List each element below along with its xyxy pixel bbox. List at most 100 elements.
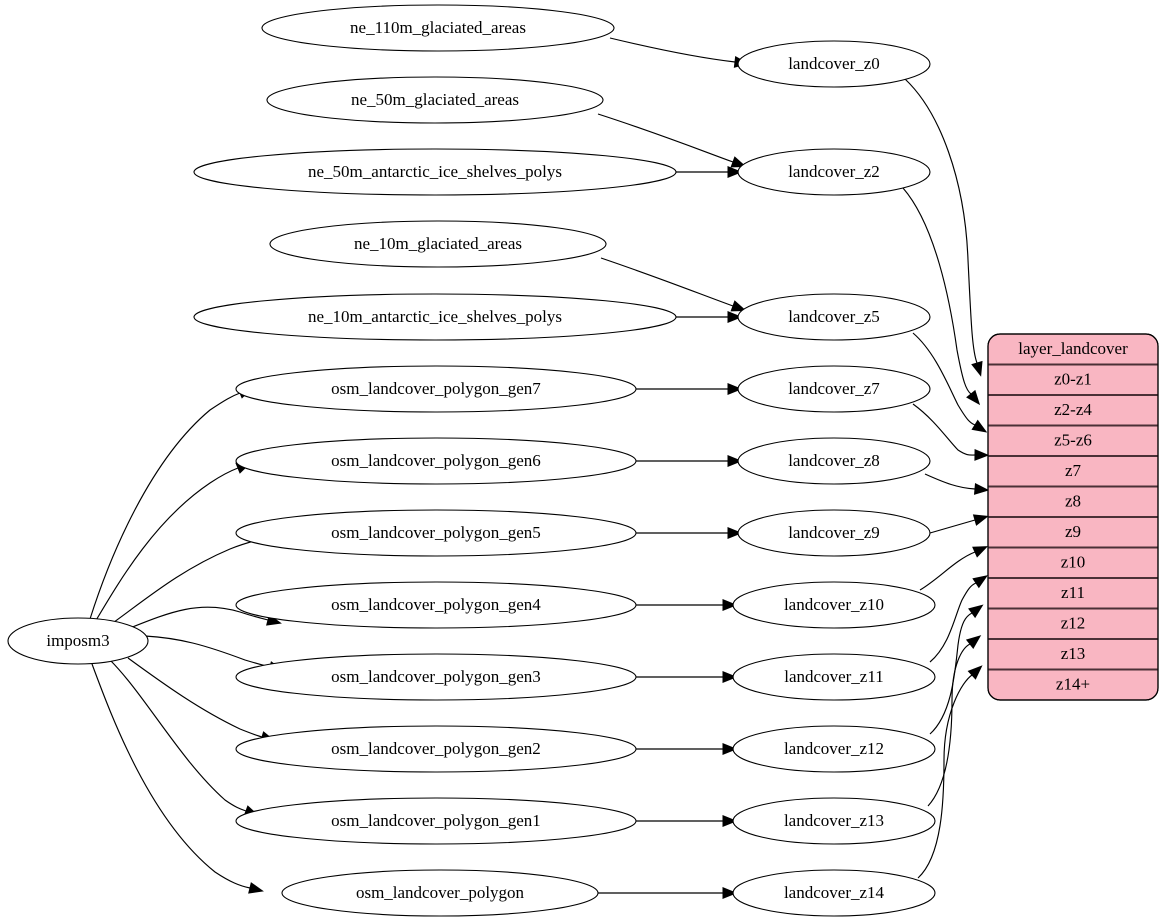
table-row-label: z14+ [1056,675,1090,694]
edge-arrowhead [974,449,990,461]
node-label: landcover_z9 [788,523,880,542]
table-row-label: z13 [1061,644,1086,663]
node-imposm3[interactable]: imposm3 [7,617,149,665]
node-landcover_z11[interactable]: landcover_z11 [732,653,936,701]
edge-arrowhead [722,671,738,683]
table-row-z5-z6[interactable]: z5-z6 [988,426,1158,457]
node-label: landcover_z8 [788,451,880,470]
table-row-z14+[interactable]: z14+ [988,670,1158,701]
node-label: landcover_z13 [784,811,884,830]
edge-osm_landcover_polygon_gen4-to-landcover_z10 [636,599,738,611]
node-landcover_z14[interactable]: landcover_z14 [732,869,936,917]
layer-landcover-table[interactable]: layer_landcoverz0-z1z2-z4z5-z6z7z8z9z10z… [987,333,1159,701]
node-shape-osm-source[interactable] [235,725,637,773]
node-shape-osm-source[interactable] [235,437,637,485]
node-shape-natural-earth-source[interactable] [261,4,615,52]
node-shape-natural-earth-source[interactable] [269,220,607,268]
edge-arrowhead [972,514,989,526]
node-osm_landcover_polygon_gen6[interactable]: osm_landcover_polygon_gen6 [235,437,637,485]
edge-landcover_z0-to-row_z0-z1 [904,78,983,377]
node-landcover_z2[interactable]: landcover_z2 [737,148,931,196]
node-shape-osm-source[interactable] [235,365,637,413]
table-row-z13[interactable]: z13 [988,639,1158,670]
node-osm_landcover_polygon_gen2[interactable]: osm_landcover_polygon_gen2 [235,725,637,773]
table-row-z11[interactable]: z11 [988,578,1158,609]
edge-line [927,643,971,807]
edge-imposm3-to-osm_landcover_polygon_gen7 [89,387,254,620]
node-landcover_z8[interactable]: landcover_z8 [737,437,931,485]
node-osm_landcover_polygon_gen4[interactable]: osm_landcover_polygon_gen4 [235,581,637,629]
node-shape-osm-source[interactable] [281,869,599,917]
node-label: landcover_z12 [784,739,884,758]
edge-arrowhead [727,311,743,323]
node-label: landcover_z11 [784,667,883,686]
node-shape-landcover-table[interactable] [737,293,931,341]
node-shape-landcover-table[interactable] [732,581,936,629]
node-ne_110m_glaciated_areas[interactable]: ne_110m_glaciated_areas [261,4,615,52]
node-ne_10m_antarctic_ice_shelves_polys[interactable]: ne_10m_antarctic_ice_shelves_polys [193,293,677,341]
table-row-z9[interactable]: z9 [988,517,1158,548]
node-osm_landcover_polygon[interactable]: osm_landcover_polygon [281,869,599,917]
table-row-z12[interactable]: z12 [988,609,1158,640]
edge-landcover_z11-to-row_z11 [929,575,988,663]
node-shape-osm-source[interactable] [235,581,637,629]
edge-arrowhead [966,389,981,406]
node-label: osm_landcover_polygon_gen4 [331,595,541,614]
edge-arrowhead [971,419,988,433]
node-shape-importer[interactable] [7,617,149,665]
edge-arrowhead [727,383,743,395]
node-landcover_z10[interactable]: landcover_z10 [732,581,936,629]
table-row-label: z5-z6 [1054,431,1092,450]
node-shape-landcover-table[interactable] [737,437,931,485]
edge-arrowhead [727,166,743,178]
node-ne_10m_glaciated_areas[interactable]: ne_10m_glaciated_areas [269,220,607,268]
edge-arrowhead [727,455,743,467]
table-row-label: z10 [1061,553,1086,572]
table-row-z7[interactable]: z7 [988,456,1158,487]
node-shape-landcover-table[interactable] [737,509,931,557]
node-landcover_z5[interactable]: landcover_z5 [737,293,931,341]
node-shape-osm-source[interactable] [235,509,637,557]
node-shape-landcover-table[interactable] [732,869,936,917]
node-shape-osm-source[interactable] [235,797,637,845]
node-label: ne_50m_glaciated_areas [351,90,519,109]
table-row-z0-z1[interactable]: z0-z1 [988,365,1158,396]
node-ne_50m_antarctic_ice_shelves_polys[interactable]: ne_50m_antarctic_ice_shelves_polys [193,148,677,196]
node-landcover_z13[interactable]: landcover_z13 [732,797,936,845]
edge-line [144,635,271,668]
node-osm_landcover_polygon_gen3[interactable]: osm_landcover_polygon_gen3 [235,653,637,701]
node-shape-natural-earth-source[interactable] [193,148,677,196]
table-row-z2-z4[interactable]: z2-z4 [988,395,1158,426]
node-shape-natural-earth-source[interactable] [266,76,604,124]
node-shape-osm-source[interactable] [235,653,637,701]
edge-line [109,659,247,812]
node-label: ne_10m_glaciated_areas [354,234,522,253]
node-shape-landcover-table[interactable] [737,365,931,413]
edge-line [94,467,239,623]
node-shape-landcover-table[interactable] [732,653,936,701]
node-ne_50m_glaciated_areas[interactable]: ne_50m_glaciated_areas [266,76,604,124]
edge-line [912,403,976,456]
edge-landcover_z14-to-row_z14+ [917,665,983,879]
node-landcover_z0[interactable]: landcover_z0 [737,40,931,88]
node-landcover_z7[interactable]: landcover_z7 [737,365,931,413]
node-osm_landcover_polygon_gen5[interactable]: osm_landcover_polygon_gen5 [235,509,637,557]
node-osm_landcover_polygon_gen1[interactable]: osm_landcover_polygon_gen1 [235,797,637,845]
node-landcover_z12[interactable]: landcover_z12 [732,725,936,773]
node-shape-landcover-table[interactable] [732,797,936,845]
edge-ne_50m_glaciated_areas-to-landcover_z2 [597,113,747,168]
node-landcover_z9[interactable]: landcover_z9 [737,509,931,557]
node-osm_landcover_polygon_gen7[interactable]: osm_landcover_polygon_gen7 [235,365,637,413]
edge-line [924,473,976,490]
table-row-z8[interactable]: z8 [988,487,1158,518]
edge-arrowhead [248,882,264,894]
node-shape-landcover-table[interactable] [737,148,931,196]
node-shape-landcover-table[interactable] [732,725,936,773]
edge-osm_landcover_polygon_gen1-to-landcover_z13 [636,815,738,827]
edge-arrowhead [722,815,738,827]
node-shape-landcover-table[interactable] [737,40,931,88]
table-row-label: z12 [1061,614,1086,633]
table-row-z10[interactable]: z10 [988,548,1158,579]
edge-landcover_z13-to-row_z13 [927,635,982,807]
node-shape-natural-earth-source[interactable] [193,293,677,341]
